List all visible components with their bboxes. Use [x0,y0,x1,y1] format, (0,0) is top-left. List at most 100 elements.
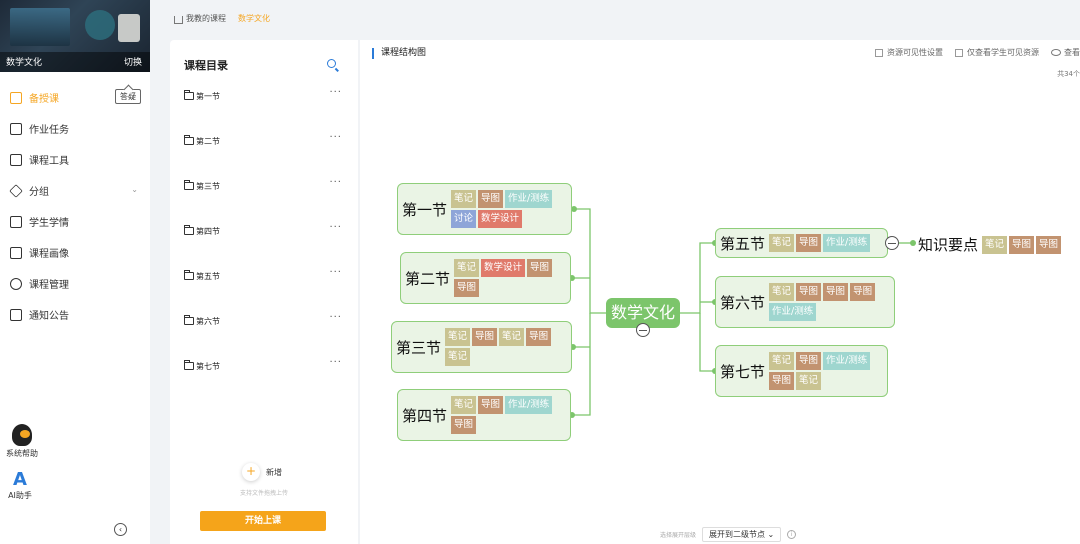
resource-tag[interactable]: 数学设计 [481,259,526,277]
resource-tag[interactable]: 笔记 [769,234,795,252]
folder-icon [184,90,194,100]
more-icon[interactable]: ··· [329,132,342,143]
resource-tag[interactable]: 导图 [526,328,552,346]
resource-tag[interactable]: 作业/测练 [823,234,871,252]
collapse-node-toggle[interactable] [885,236,899,250]
resource-tag[interactable]: 导图 [796,283,822,301]
catalog-section-item[interactable]: 第二节··· [184,131,346,151]
mindmap-node[interactable]: 第二节笔记数学设计导图导图 [400,252,571,304]
resource-tag[interactable]: 作业/测练 [505,396,553,414]
switch-course-button[interactable]: 切换 [123,58,142,68]
sidebar-item-prepare[interactable]: 备授课 [0,82,150,113]
connector-line [574,208,606,314]
resource-tag[interactable]: 导图 [454,279,480,297]
resource-tag[interactable]: 导图 [478,396,504,414]
node-name: 第七节 [720,362,766,381]
resource-tag[interactable]: 笔记 [499,328,525,346]
start-class-button[interactable]: 开始上课 [200,511,326,531]
catalog-section-item[interactable]: 第四节··· [184,221,346,241]
info-icon[interactable]: i [787,530,797,539]
catalog-section-item[interactable]: 第六节··· [184,311,346,331]
sidebar-item-label: 课程画像 [29,249,69,260]
visibility-setting-button[interactable]: 资源可见性设置 [875,47,943,58]
sidebar-item-label: 备授课 [29,94,59,105]
grid-icon [10,91,22,104]
eye-icon [1051,49,1061,56]
resource-tag[interactable]: 笔记 [445,328,471,346]
sidebar-item-homework[interactable]: 作业任务 [0,113,150,144]
resource-tag[interactable]: 导图 [823,283,849,301]
sidebar-item-label: 作业任务 [29,125,69,136]
help-label: 系统帮助 [6,449,38,458]
resource-tag[interactable]: 讨论 [451,210,477,228]
more-icon[interactable]: ··· [329,222,342,233]
more-icon[interactable]: ··· [329,357,342,368]
node-tags: 笔记导图作业/测练导图 [451,396,566,434]
course-cover: 数学文化 切换 [0,0,150,72]
resource-tag[interactable]: 导图 [769,372,795,390]
resource-tag[interactable]: 导图 [796,352,822,370]
resource-tag[interactable]: 导图 [850,283,876,301]
toolbar: 资源可见性设置 仅查看学生可见资源 查看 [863,47,1080,58]
more-icon[interactable]: ··· [329,312,342,323]
node-tags: 笔记导图作业/测练讨论数学设计 [451,190,567,228]
collapse-sidebar-button[interactable]: ‹ [114,523,127,536]
catalog-section-item[interactable]: 第七节··· [184,356,346,376]
resource-tag[interactable]: 作业/测练 [505,190,553,208]
resource-tag[interactable]: 笔记 [769,352,795,370]
resource-tag[interactable]: 导图 [1009,235,1035,254]
mindmap-node[interactable]: 第七节笔记导图作业/测练导图笔记 [715,345,888,397]
more-icon[interactable]: ··· [329,177,342,188]
node-tags: 笔记导图导图导图作业/测练 [769,283,890,321]
view-button[interactable]: 查看 [1051,47,1080,58]
resource-tag[interactable]: 导图 [527,259,553,277]
resource-tag[interactable]: 导图 [451,416,477,434]
resource-tag[interactable]: 导图 [472,328,498,346]
resource-tag[interactable]: 导图 [796,234,822,252]
mindmap-node[interactable]: 第四节笔记导图作业/测练导图 [397,389,571,441]
mindmap-node-knowledge[interactable]: 知识要点 笔记导图导图 [918,234,1062,255]
resource-tag[interactable]: 笔记 [796,372,822,390]
expand-level-select[interactable]: 展开到二级节点 ⌄ [702,527,782,542]
node-name: 第六节 [720,293,766,312]
sidebar-item-manage[interactable]: 课程管理 [0,268,150,299]
resource-tag[interactable]: 导图 [1036,235,1062,254]
resource-tag[interactable]: 笔记 [454,259,480,277]
system-help-button[interactable]: 系统帮助 [0,424,44,459]
resource-tag[interactable]: 导图 [478,190,504,208]
resource-tag[interactable]: 数学设计 [478,210,523,228]
resource-tag[interactable]: 笔记 [445,348,471,366]
mindmap-node[interactable]: 第六节笔记导图导图导图作业/测练 [715,276,895,328]
resource-tag[interactable]: 笔记 [451,190,477,208]
node-tags: 笔记导图作业/测练导图笔记 [769,352,883,390]
catalog-section-item[interactable]: 第一节··· [184,86,346,106]
sidebar-item-group[interactable]: 分组 ⌄ [0,175,150,206]
mindmap-node[interactable]: 第三节笔记导图笔记导图笔记 [391,321,572,373]
mindmap-node[interactable]: 第一节笔记导图作业/测练讨论数学设计 [397,183,572,235]
sidebar-item-label: 分组 [29,187,49,198]
catalog-panel: 课程目录 第一节···第二节···第三节···第四节···第五节···第六节··… [170,40,358,544]
catalog-section-item[interactable]: 第五节··· [184,266,346,286]
collapse-root-toggle[interactable] [636,323,650,337]
search-icon[interactable] [327,59,336,68]
sidebar-item-tools[interactable]: 课程工具 [0,144,150,175]
mindmap-node[interactable]: 第五节笔记导图作业/测练 [715,228,888,258]
ai-assistant-button[interactable]: A AI助手 [0,470,40,501]
more-icon[interactable]: ··· [329,87,342,98]
resource-tag[interactable]: 作业/测练 [769,303,817,321]
resource-tag[interactable]: 笔记 [451,396,477,414]
breadcrumb-root[interactable]: 我教的课程 [186,14,226,23]
sidebar-item-portrait[interactable]: 课程画像 [0,237,150,268]
resource-tag[interactable]: 作业/测练 [823,352,871,370]
node-name: 第四节 [402,406,448,425]
settings-icon [10,277,22,290]
add-section-button[interactable]: + 新增 [242,463,282,481]
sidebar-item-notice[interactable]: 通知公告 [0,299,150,330]
student-only-checkbox[interactable]: 仅查看学生可见资源 [955,47,1039,58]
more-icon[interactable]: ··· [329,267,342,278]
resource-tag[interactable]: 笔记 [769,283,795,301]
catalog-section-item[interactable]: 第三节··· [184,176,346,196]
sidebar-item-learning[interactable]: 学生学情 [0,206,150,237]
resource-tag[interactable]: 笔记 [982,235,1008,254]
